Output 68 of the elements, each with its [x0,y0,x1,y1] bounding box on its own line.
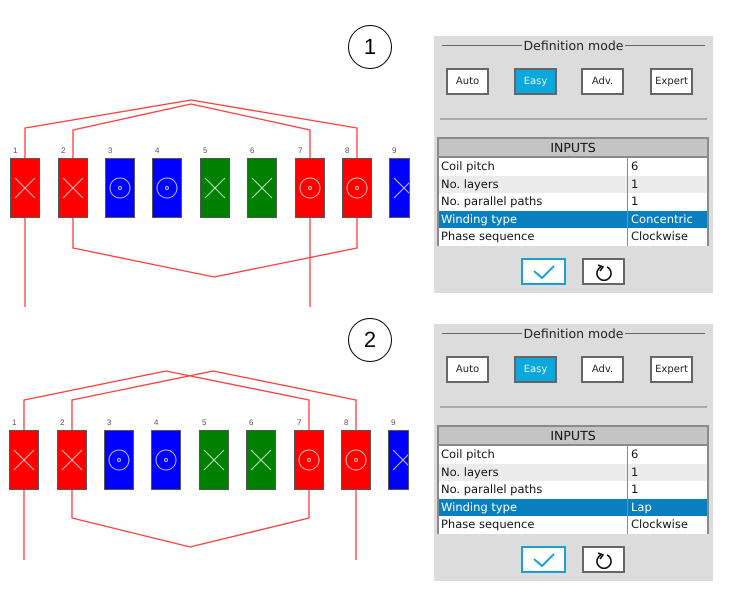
table-cell: Phase sequence [439,516,628,534]
slot-number: 1 [13,146,18,155]
table-cell-text: 1 [630,464,638,481]
slot-number: 4 [155,146,160,155]
inputs-table [437,425,709,534]
settings-panel [434,36,713,293]
slot-number: 6 [250,146,254,155]
slot-number: 7 [297,418,302,427]
table-header: INPUTS [439,427,707,446]
table-row [439,210,707,228]
confirm-button [521,546,566,573]
slot-number: 5 [203,146,208,155]
winding-wire [72,103,311,158]
winding-wire [72,218,358,278]
mode-button: Adv. [581,68,624,95]
slot-number: 2 [61,146,66,155]
table-row [439,176,707,194]
winding-wire [24,99,358,158]
slot-number: 7 [298,146,302,155]
slot-number: 9 [392,146,396,155]
mode-button: Easy [514,356,557,383]
reset-button [582,546,625,573]
mode-button: Adv. [581,356,624,383]
step-number-circle: 1 [348,25,392,69]
table-cell: Winding type [439,498,628,516]
table-row [439,228,707,246]
panel-heading: Definition mode [522,326,624,341]
confirm-button [521,258,566,285]
slot-number: 6 [249,418,254,427]
slot-number: 5 [202,418,206,427]
table-cell-text: 6 [630,158,638,175]
mode-button: Auto [446,68,489,95]
mode-button: Expert [650,356,693,383]
table-header: INPUTS [439,139,707,158]
inputs-table [437,137,709,246]
table-cell: Phase sequence [439,228,628,246]
slot-number: 3 [108,146,112,155]
table-cell-text: Clockwise [630,516,688,534]
slot-number: 8 [344,418,348,427]
settings-panel [434,324,713,581]
slot-number: 3 [107,418,112,427]
slot-number: 9 [391,418,396,427]
winding-wire [23,370,310,430]
table-row [439,516,707,534]
lead-wire [309,218,311,307]
table-cell-text: 1 [630,481,638,498]
lead-wire [24,218,26,307]
lead-wire [23,490,25,560]
table-cell-text: 1 [630,193,638,210]
table-row [439,498,707,516]
step-number-circle: 2 [348,318,392,362]
table-cell: Winding type [439,210,628,228]
slot-number: 8 [345,146,350,155]
mode-button: Easy [514,68,557,95]
mode-button: Expert [650,68,693,95]
panel-heading: Definition mode [522,38,624,53]
table-cell-text: Clockwise [630,228,688,246]
table-cell-text: 6 [630,446,638,463]
winding-wire [71,370,357,430]
reset-button [582,258,625,285]
lead-wire [355,490,357,560]
table-row [439,464,707,482]
table-cell-text: 1 [630,176,638,193]
slot-number: 2 [60,418,64,427]
slot-number: 1 [12,418,16,427]
mode-button: Auto [446,356,489,383]
winding-wire [71,490,310,548]
slot-number: 4 [154,418,158,427]
